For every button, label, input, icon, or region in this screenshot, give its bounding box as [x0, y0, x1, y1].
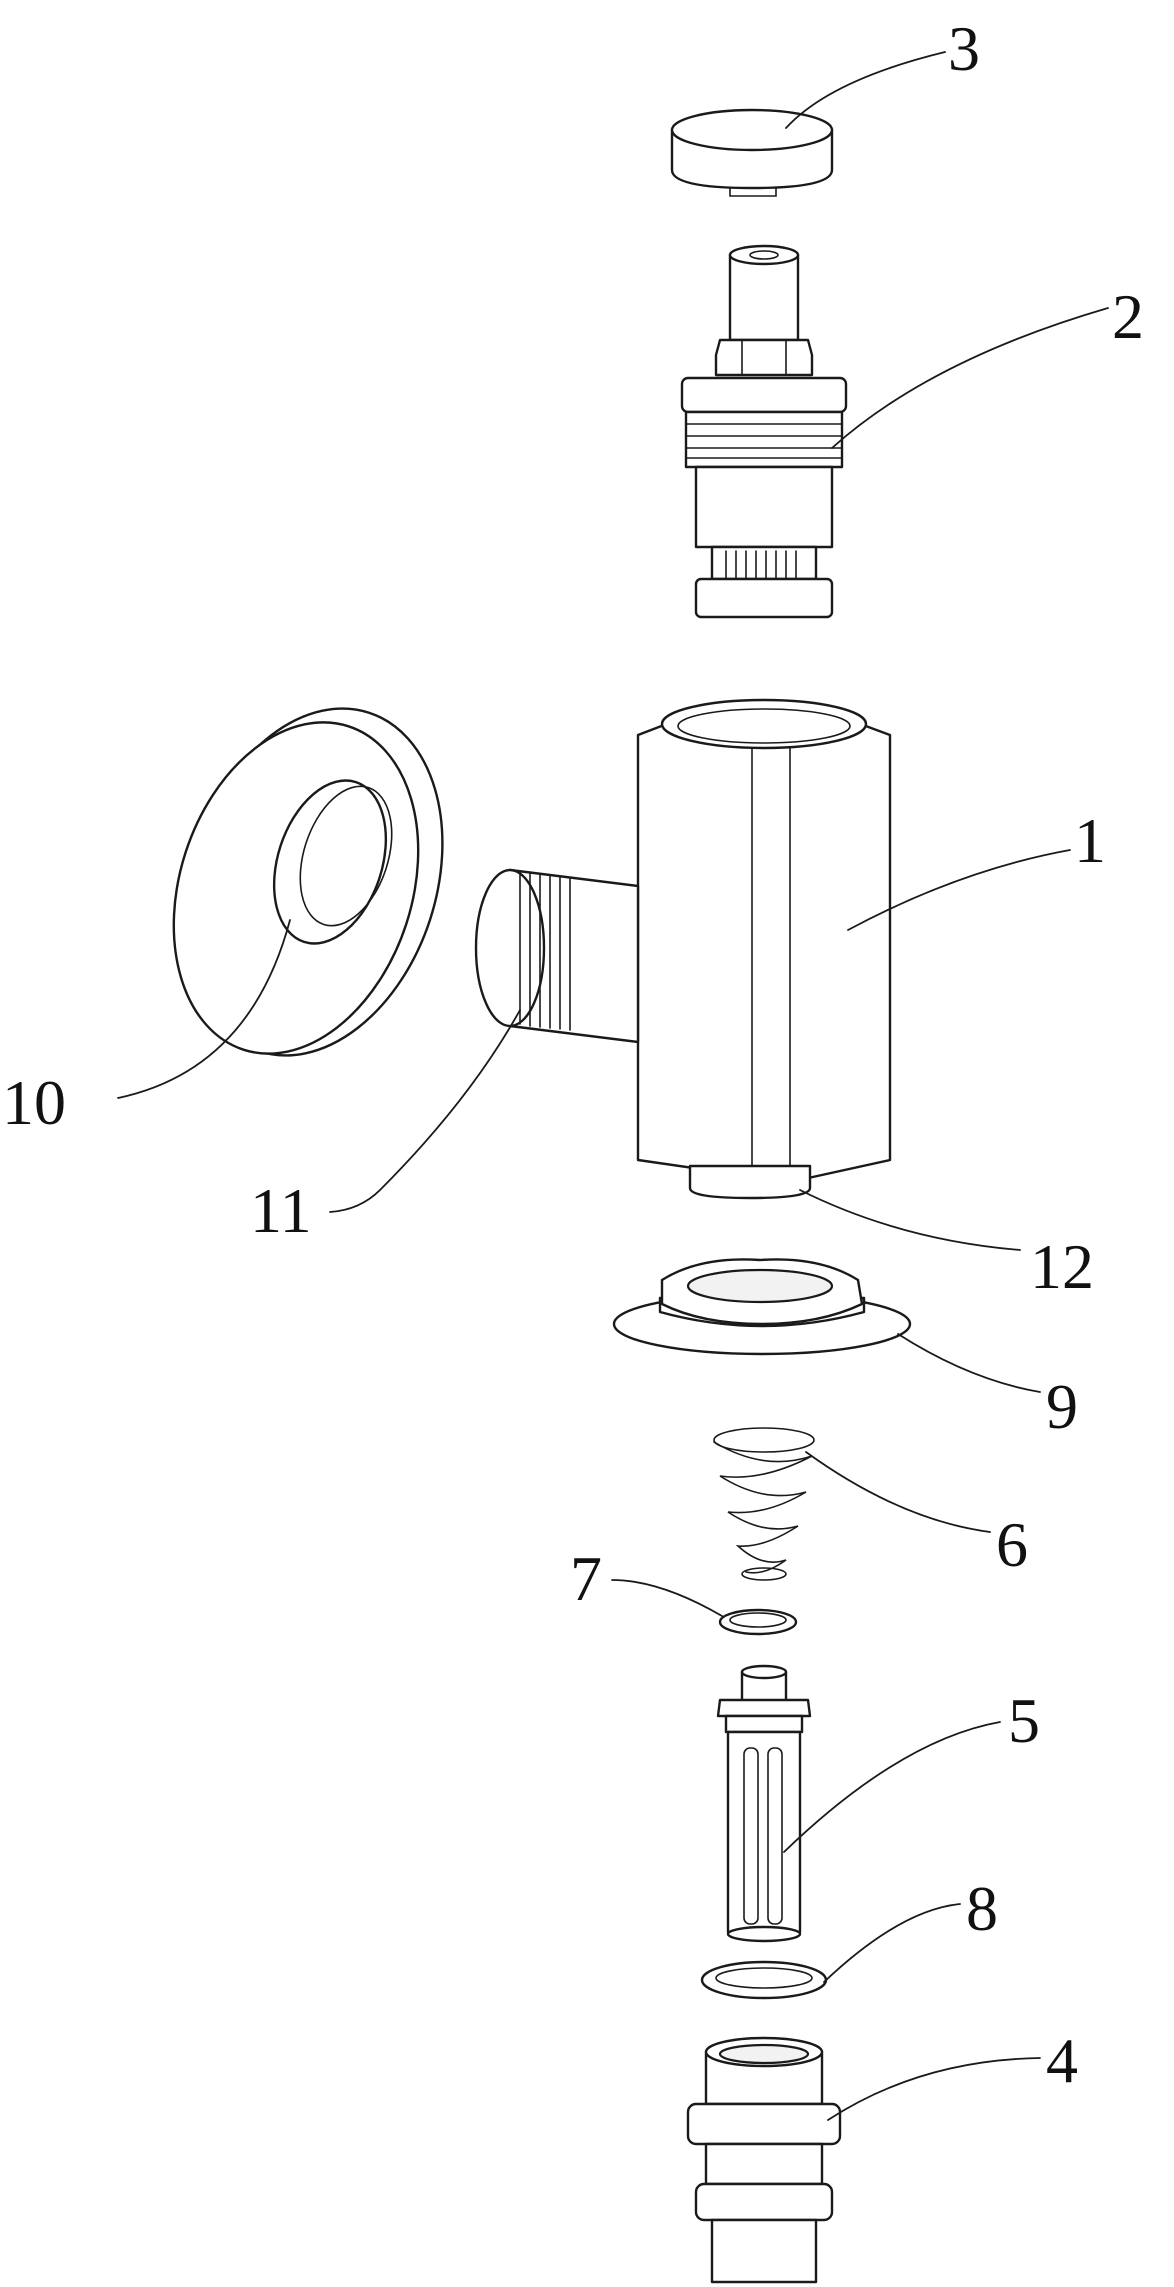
label-1: 1 [1074, 805, 1106, 876]
inlet-thread-part [474, 868, 640, 1044]
label-6: 6 [996, 1509, 1028, 1580]
label-5: 5 [1008, 1685, 1040, 1756]
leader-11 [329, 1009, 521, 1213]
leader-3 [785, 51, 946, 129]
label-12: 12 [1030, 1231, 1094, 1302]
leader-9 [897, 1333, 1041, 1393]
label-7: 7 [570, 1543, 602, 1614]
valve-body-part [636, 698, 892, 1200]
label-2: 2 [1112, 281, 1144, 352]
o-ring-large-part [700, 1960, 828, 2000]
leader-10 [117, 919, 291, 1099]
label-3: 3 [948, 13, 980, 84]
label-4: 4 [1046, 2025, 1078, 2096]
lock-nut-part [612, 1258, 912, 1356]
leader-8 [823, 1903, 961, 1983]
leader-5 [783, 1721, 1001, 1853]
leader-4 [827, 2057, 1041, 2121]
label-9: 9 [1046, 1371, 1078, 1442]
leader-2 [831, 307, 1109, 449]
leader-1 [847, 849, 1071, 931]
cap-part [670, 108, 834, 197]
leader-12 [799, 1189, 1021, 1251]
reference-numerals: 3 2 1 10 11 12 9 6 7 5 8 4 [2, 13, 1144, 2096]
leader-7 [611, 1579, 723, 1617]
label-11: 11 [250, 1175, 312, 1246]
cover-plate-part [172, 707, 444, 1057]
connector-part [686, 2036, 842, 2284]
leader-lines [117, 51, 1109, 2121]
filter-cage-part [716, 1664, 812, 1943]
label-10: 10 [2, 1067, 66, 1138]
valve-core-part [680, 244, 848, 619]
o-ring-small-part [718, 1608, 798, 1636]
label-8: 8 [966, 1873, 998, 1944]
leader-6 [805, 1451, 991, 1533]
spring-part [713, 1427, 815, 1581]
